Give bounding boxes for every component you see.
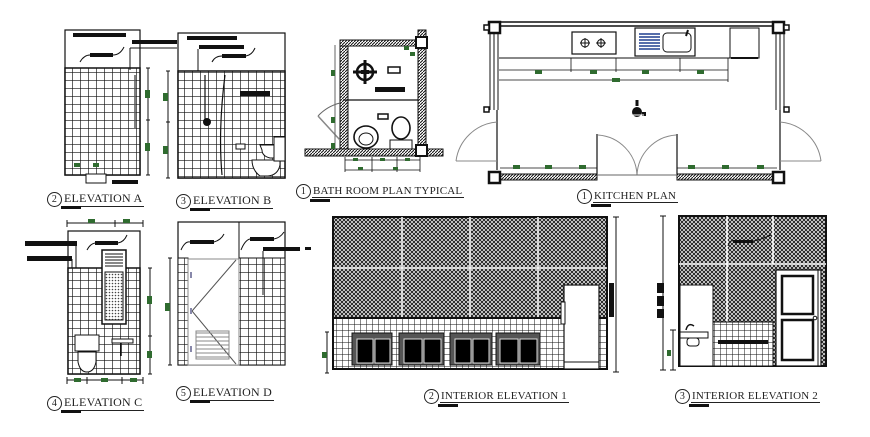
scale-bar xyxy=(591,204,611,207)
view-title: INTERIOR ELEVATION 2 xyxy=(691,390,821,403)
bathroom-plan-drawing xyxy=(304,29,444,172)
scale-bar xyxy=(190,400,210,403)
view-number-badge: 5 xyxy=(176,385,191,401)
scale-bar xyxy=(61,410,81,413)
elevation-d-drawing xyxy=(165,221,300,366)
scale-bar xyxy=(689,404,709,407)
elevation-c-drawing xyxy=(25,219,152,384)
view-number-badge: 3 xyxy=(675,389,690,404)
elevation-a-drawing xyxy=(64,29,177,184)
scale-bar xyxy=(61,206,81,209)
view-title: ELEVATION A xyxy=(63,191,145,208)
view-number-badge: 2 xyxy=(47,191,62,207)
view-title: ELEVATION D xyxy=(192,385,274,402)
view-number-badge: 1 xyxy=(577,189,592,204)
scale-bar xyxy=(310,199,330,202)
view-number-badge: 2 xyxy=(424,389,439,404)
scale-bar xyxy=(438,404,458,407)
elevation-b-drawing xyxy=(163,32,286,179)
kitchen-plan-drawing xyxy=(455,20,822,185)
interior-elevation-1-drawing xyxy=(305,216,619,374)
interior-elevation-2-drawing xyxy=(657,215,827,371)
view-title: ELEVATION C xyxy=(63,395,145,412)
view-title: INTERIOR ELEVATION 1 xyxy=(440,390,570,403)
view-title: ELEVATION B xyxy=(192,193,274,210)
view-number-badge: 1 xyxy=(296,184,311,199)
view-number-badge: 3 xyxy=(176,193,191,209)
scale-bar xyxy=(190,208,210,211)
view-title: KITCHEN PLAN xyxy=(593,190,679,203)
view-number-badge: 4 xyxy=(47,395,62,411)
view-title: BATH ROOM PLAN TYPICAL xyxy=(312,185,465,198)
